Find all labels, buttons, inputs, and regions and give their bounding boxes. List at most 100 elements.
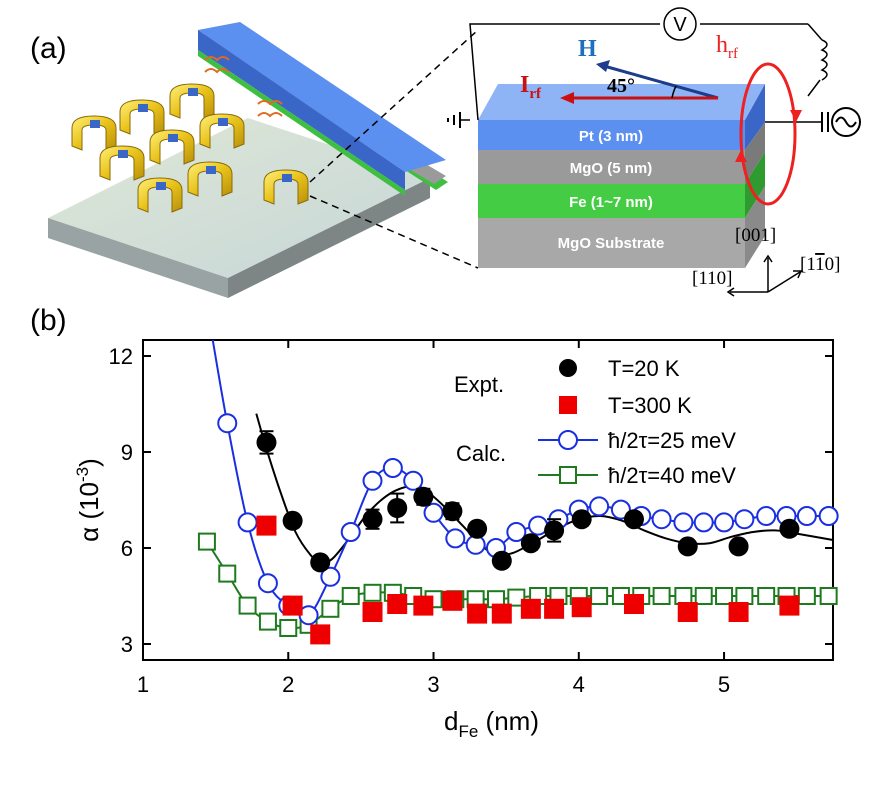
legend-label-20k: T=20 K xyxy=(608,356,680,381)
layer-fe xyxy=(478,184,745,218)
stripe-pt-side xyxy=(198,30,405,190)
x-axis-unit: (nm) xyxy=(478,706,539,736)
crystal-axes xyxy=(726,254,803,297)
panel-a-label: (a) xyxy=(30,32,67,65)
point-300k xyxy=(282,595,303,616)
point-20k xyxy=(256,432,277,453)
point-20k xyxy=(544,520,565,541)
stripe-fe-side xyxy=(198,50,405,196)
legend-marker-300k xyxy=(559,396,577,414)
y-tick-label: 3 xyxy=(121,632,133,657)
point-300k xyxy=(442,590,463,611)
point-calc-40mev xyxy=(757,587,776,605)
point-calc-40mev xyxy=(819,587,838,605)
voltmeter-icon xyxy=(663,7,697,41)
point-300k xyxy=(728,602,749,622)
legend-marker-20k xyxy=(559,359,577,377)
legend-marker-25mev xyxy=(558,430,578,450)
layer-mgo-label: MgO (5 nm) xyxy=(570,160,653,177)
point-calc-25mev xyxy=(340,522,361,542)
h-field-label: H xyxy=(578,36,597,62)
pt-top-face xyxy=(478,84,765,120)
point-calc-40mev xyxy=(674,587,693,605)
point-300k xyxy=(520,598,541,619)
x-tick-label: 5 xyxy=(718,672,730,697)
substrate-side-face xyxy=(745,186,765,268)
stripe-pt-top xyxy=(198,22,446,172)
plot-frame xyxy=(142,339,834,661)
point-calc-40mev xyxy=(279,619,298,637)
y-axis-label: α (10-3) xyxy=(73,458,104,542)
hrf-arrow-down xyxy=(790,110,802,122)
point-20k xyxy=(779,518,800,539)
substrate-side xyxy=(228,178,430,298)
fe-side-face xyxy=(745,152,765,218)
layer-pt-label: Pt (3 nm) xyxy=(579,128,643,145)
coil-marks xyxy=(204,56,283,118)
zoom-line-bottom xyxy=(309,195,479,269)
point-300k xyxy=(387,594,408,614)
legend-label-300k: T=300 K xyxy=(608,393,692,418)
point-20k xyxy=(442,501,463,522)
legend-entry-40mev: ħ/2τ=40 meV xyxy=(538,463,736,488)
layer-pt xyxy=(478,120,745,150)
angle-arc xyxy=(671,85,677,99)
point-calc-25mev xyxy=(506,522,527,542)
dir-1-10-b: 1 xyxy=(815,254,825,275)
hrf-sub: rf xyxy=(728,46,738,62)
y-tick-label: 6 xyxy=(121,536,133,561)
irf-main: I xyxy=(520,72,529,98)
point-calc-25mev xyxy=(714,512,735,533)
legend-label-40mev: ħ/2τ=40 meV xyxy=(608,463,736,488)
point-20k xyxy=(491,550,512,571)
point-300k xyxy=(467,603,488,624)
x-tick-label: 3 xyxy=(427,672,439,697)
x-tick-label: 4 xyxy=(573,672,585,697)
dir-1-10-a: [1 xyxy=(800,254,815,275)
y-axis-sup: -3 xyxy=(73,467,92,482)
point-calc-40mev xyxy=(735,587,754,605)
y-tick-label: 12 xyxy=(109,344,133,369)
x-axis-main: d xyxy=(444,706,458,736)
x-tick-label: 2 xyxy=(282,672,294,697)
hrf-loop xyxy=(739,62,797,206)
legend-marker-40mev xyxy=(559,466,577,484)
point-calc-40mev xyxy=(341,587,360,605)
point-calc-40mev xyxy=(590,587,609,605)
layer-fe-label: Fe (1~7 nm) xyxy=(569,194,653,211)
point-20k xyxy=(677,536,698,557)
point-300k xyxy=(571,597,592,618)
point-calc-25mev xyxy=(734,509,755,530)
point-300k xyxy=(256,515,277,536)
point-calc-25mev xyxy=(217,413,238,434)
substrate-front xyxy=(48,218,228,298)
y-axis-main: α (10 xyxy=(74,482,104,542)
point-calc-25mev xyxy=(651,509,672,530)
layer-substrate-label: MgO Substrate xyxy=(558,235,665,252)
point-calc-40mev xyxy=(197,532,216,551)
legend-group-expt: Expt. xyxy=(454,372,504,397)
zoom-line-top xyxy=(309,29,479,183)
point-20k xyxy=(728,536,749,557)
point-300k xyxy=(677,602,698,622)
point-300k xyxy=(779,595,800,616)
point-calc-40mev xyxy=(715,587,734,605)
point-calc-25mev xyxy=(382,458,403,478)
point-calc-40mev xyxy=(652,587,671,605)
irf-sub: rf xyxy=(529,86,542,102)
point-calc-25mev xyxy=(756,506,777,526)
x-tick-label: 1 xyxy=(137,672,149,697)
point-calc-40mev xyxy=(321,599,340,618)
point-300k xyxy=(362,602,383,622)
point-calc-40mev xyxy=(258,612,277,631)
panel-b-label: (b) xyxy=(30,304,67,337)
angle-label: 45° xyxy=(607,75,635,97)
point-20k xyxy=(520,533,541,554)
y-axis-end: ) xyxy=(74,458,104,467)
point-calc-40mev xyxy=(507,588,526,607)
legend: Expt. Calc. T=20 K T=300 K ħ/2τ=25 meV ħ… xyxy=(454,356,736,488)
voltmeter-label: V xyxy=(673,14,687,36)
point-calc-25mev xyxy=(320,566,341,587)
